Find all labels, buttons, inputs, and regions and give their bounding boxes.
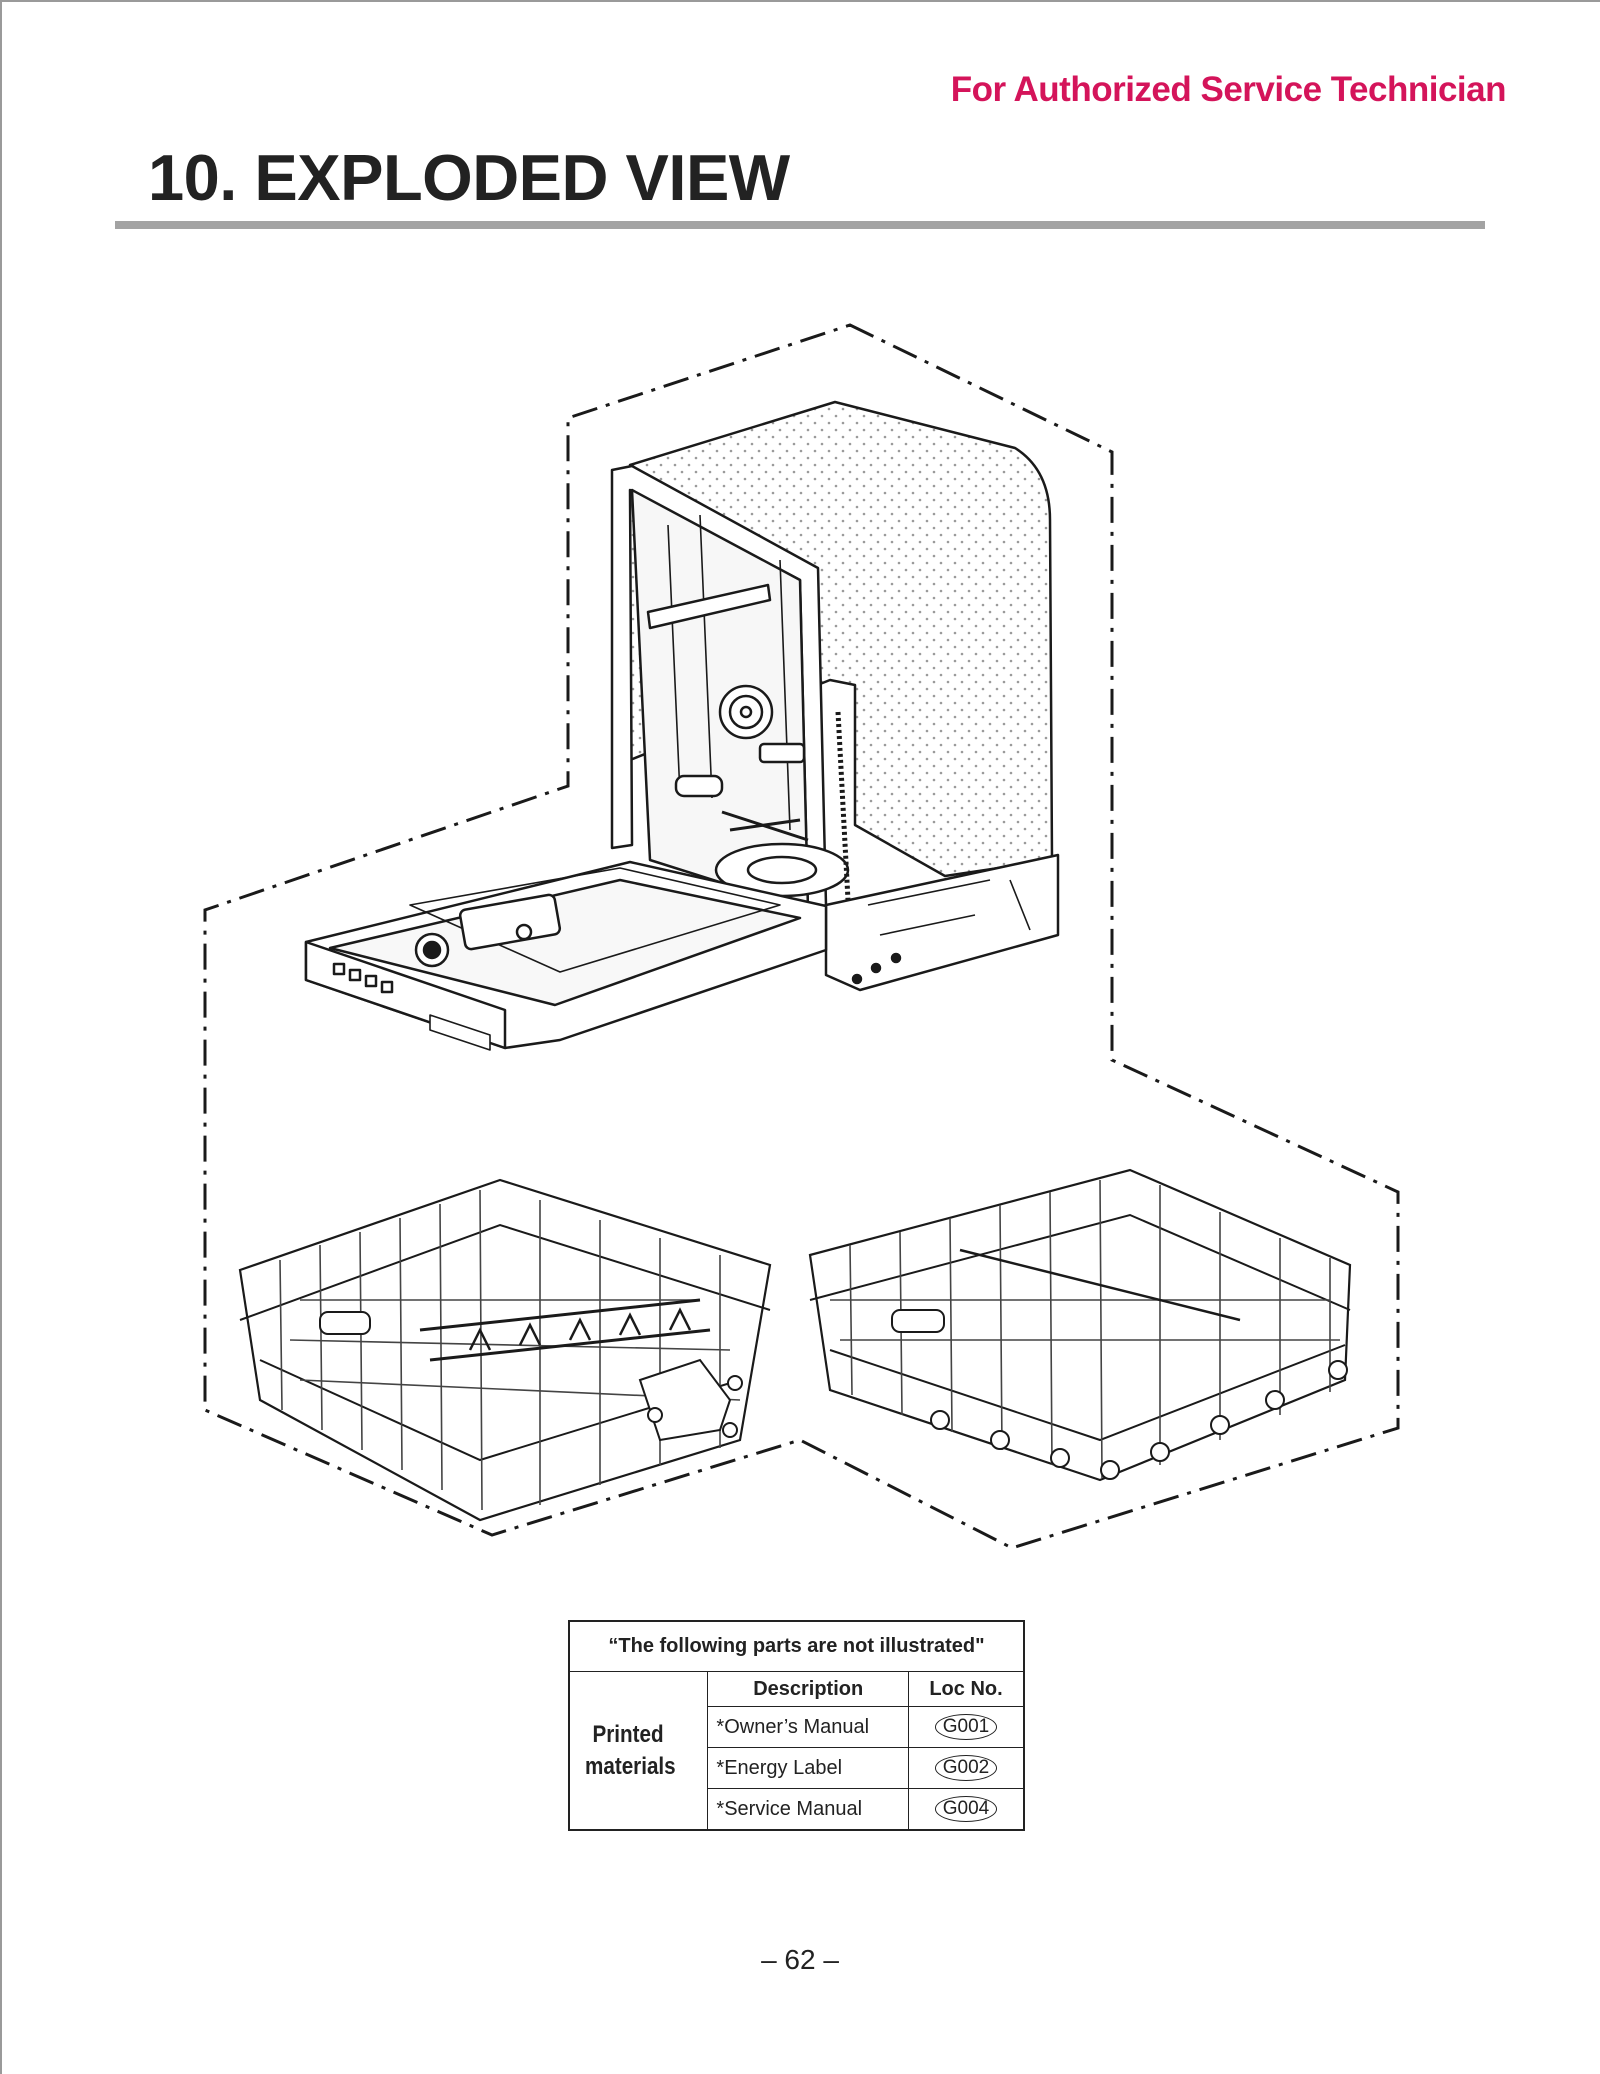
exploded-view-diagram bbox=[203, 323, 1400, 1550]
table-caption: “The following parts are not illustrated… bbox=[568, 1620, 1025, 1672]
page-left-edge bbox=[0, 0, 2, 2074]
door-open-illustration bbox=[304, 860, 828, 1051]
service-technician-note: For Authorized Service Technician bbox=[950, 70, 1507, 109]
row-description: *Owner’s Manual bbox=[707, 1706, 909, 1748]
group-label-cell: Printed materials bbox=[568, 1671, 709, 1831]
title-rule bbox=[115, 221, 1485, 229]
loc-number: G004 bbox=[934, 1796, 998, 1822]
table-row: *Service Manual G004 bbox=[569, 1788, 1025, 1831]
not-illustrated-parts-table: “The following parts are not illustrated… bbox=[568, 1620, 1025, 1831]
page-title: 10. EXPLODED VIEW bbox=[148, 141, 790, 214]
row-loc: G002 bbox=[908, 1747, 1025, 1789]
table-row: *Owner’s Manual G001 bbox=[569, 1706, 1025, 1748]
upper-rack-illustration bbox=[808, 1168, 1352, 1482]
lower-rack-illustration bbox=[238, 1178, 772, 1522]
page-number: – 62 – bbox=[761, 1944, 839, 1975]
row-loc: G001 bbox=[908, 1706, 1025, 1748]
dishwasher-tub-assembly-illustration bbox=[610, 400, 1060, 992]
group-label-line-2: materials bbox=[585, 1752, 676, 1780]
row-description: *Service Manual bbox=[707, 1788, 909, 1831]
dash-dot-boundary bbox=[203, 323, 1400, 1550]
group-label: Printed materials bbox=[585, 1719, 676, 1783]
table-row: *Energy Label G002 bbox=[569, 1747, 1025, 1789]
group-label-line-1: Printed bbox=[592, 1720, 664, 1748]
page-top-edge bbox=[0, 0, 1600, 2]
loc-number: G002 bbox=[934, 1755, 998, 1781]
loc-number: G001 bbox=[934, 1714, 998, 1740]
row-description: *Energy Label bbox=[707, 1747, 909, 1789]
row-loc: G004 bbox=[908, 1788, 1025, 1831]
column-header-description: Description bbox=[707, 1671, 909, 1707]
column-header-loc-no: Loc No. bbox=[908, 1671, 1025, 1707]
